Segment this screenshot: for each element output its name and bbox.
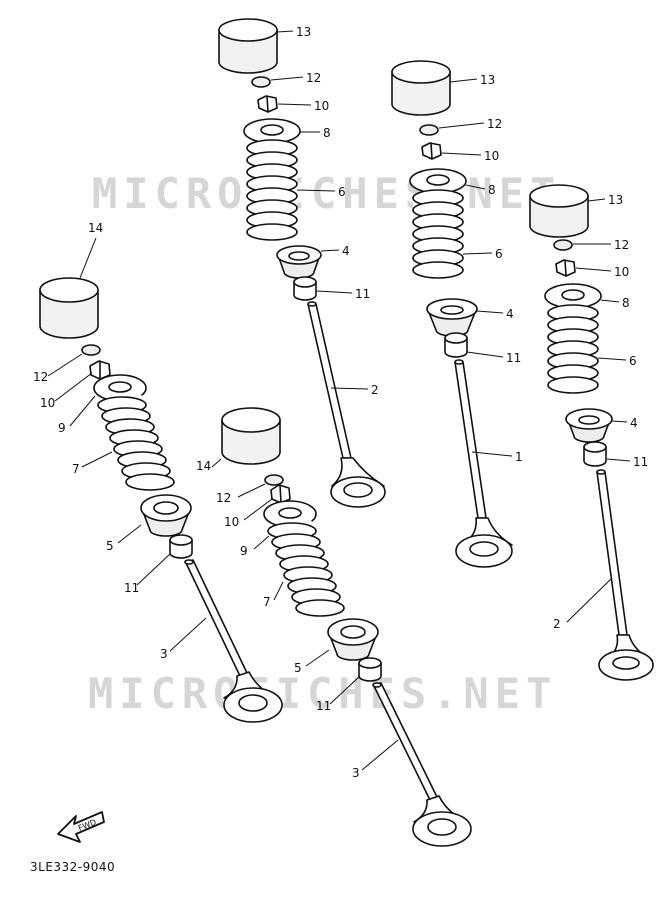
callout-10: 10 <box>614 265 629 279</box>
spring-seat <box>327 618 379 661</box>
callout-12: 12 <box>306 71 321 85</box>
valve-spring <box>412 189 464 281</box>
valve-pad <box>419 124 439 136</box>
callout-13: 13 <box>480 73 495 87</box>
callout-7: 7 <box>72 462 80 476</box>
valve-cotter <box>270 484 291 504</box>
valve-spring <box>266 518 348 617</box>
valve-assembly-right <box>529 184 654 681</box>
watermark-top: MICROFICHES.NET <box>92 169 561 218</box>
callout-4: 4 <box>342 244 350 258</box>
callout-9: 9 <box>240 544 248 558</box>
callout-9: 9 <box>58 421 66 435</box>
valve-cotter <box>257 95 278 113</box>
valve-pad <box>264 474 284 486</box>
callout-11: 11 <box>124 581 139 595</box>
callout-6: 6 <box>629 354 637 368</box>
callout-12: 12 <box>216 491 231 505</box>
valve-retainer <box>544 283 602 309</box>
fwd-label: FWD <box>77 818 98 833</box>
callout-2: 2 <box>371 383 379 397</box>
spring-seat <box>426 298 478 337</box>
callout-5: 5 <box>294 661 302 675</box>
oil-seal <box>444 332 468 358</box>
callout-6: 6 <box>338 185 346 199</box>
exhaust-valve <box>596 469 654 681</box>
part-code: 3LE332-9040 <box>30 860 116 874</box>
callout-labels: 13 12 10 8 6 4 11 2 13 12 10 8 6 4 11 1 … <box>33 25 648 780</box>
spring-seat <box>140 494 192 537</box>
callout-8: 8 <box>622 296 630 310</box>
callout-8: 8 <box>323 126 331 140</box>
valve-assembly-top-center <box>218 18 386 508</box>
callout-14: 14 <box>196 459 211 473</box>
valve <box>184 559 283 723</box>
callout-12: 12 <box>33 370 48 384</box>
valve-cotter <box>555 259 576 277</box>
callout-11: 11 <box>506 351 521 365</box>
exhaust-valve <box>307 301 386 508</box>
leader-lines <box>47 30 631 771</box>
callout-3: 3 <box>160 647 168 661</box>
callout-4: 4 <box>630 416 638 430</box>
watermark-bottom: MICROFICHES.NET <box>88 669 557 718</box>
valve-lifter <box>391 60 451 116</box>
callout-11: 11 <box>355 287 370 301</box>
oil-seal <box>358 657 382 682</box>
callout-4: 4 <box>506 307 514 321</box>
callout-10: 10 <box>224 515 239 529</box>
intake-valve <box>454 359 513 568</box>
callout-1: 1 <box>515 450 523 464</box>
valve-assembly-center <box>221 407 472 847</box>
oil-seal <box>169 534 193 559</box>
valve-assembly-left <box>39 277 283 723</box>
spring-seat <box>276 245 322 279</box>
callout-12: 12 <box>487 117 502 131</box>
callout-10: 10 <box>314 99 329 113</box>
valve-spring <box>547 304 599 396</box>
valve-lifter <box>221 407 281 465</box>
valve-pad <box>81 344 101 356</box>
callout-2: 2 <box>553 617 561 631</box>
valve-spring <box>246 139 298 241</box>
valve-pad <box>251 76 271 88</box>
valve-lifter <box>39 277 99 339</box>
valve-cotter <box>89 360 111 380</box>
callout-7: 7 <box>263 595 271 609</box>
callout-10: 10 <box>40 396 55 410</box>
oil-seal <box>583 441 607 467</box>
callout-12: 12 <box>614 238 629 252</box>
valve-retainer <box>243 118 301 144</box>
callout-3: 3 <box>352 766 360 780</box>
valve-lifter <box>529 184 589 238</box>
valve <box>372 682 472 847</box>
callout-6: 6 <box>495 247 503 261</box>
callout-10: 10 <box>484 149 499 163</box>
forward-arrow-icon <box>57 811 105 843</box>
valve-lifter <box>218 18 278 74</box>
valve-cotter <box>421 142 442 160</box>
callout-5: 5 <box>106 539 114 553</box>
callout-11: 11 <box>633 455 648 469</box>
callout-13: 13 <box>296 25 311 39</box>
valve-assembly-top-right <box>391 60 513 568</box>
valve-pad <box>553 239 573 251</box>
callout-13: 13 <box>608 193 623 207</box>
callout-8: 8 <box>488 183 496 197</box>
valve-spring <box>97 392 176 491</box>
spring-seat <box>565 408 613 443</box>
oil-seal <box>293 276 317 301</box>
callout-14: 14 <box>88 221 103 235</box>
callout-11: 11 <box>316 699 331 713</box>
valve-retainer <box>409 168 467 194</box>
